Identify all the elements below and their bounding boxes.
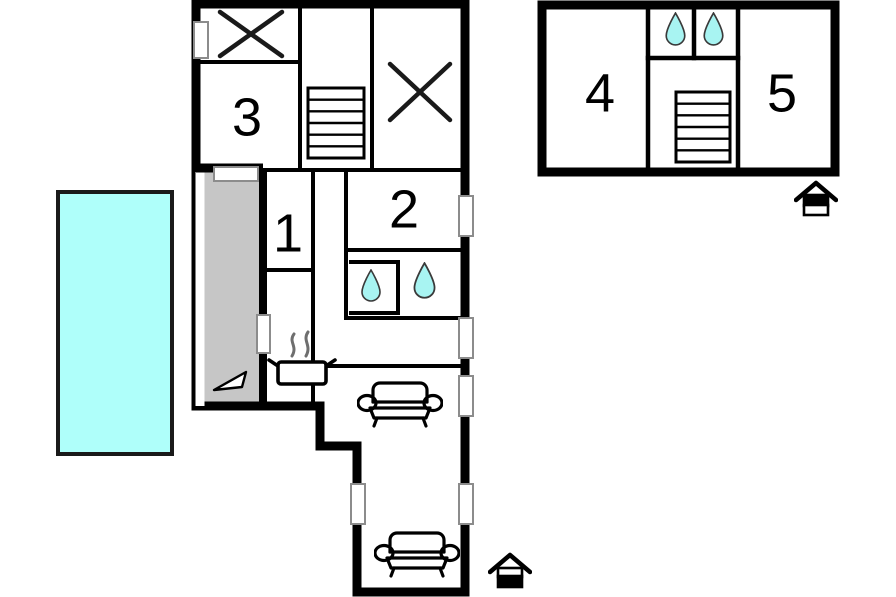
staircase-annex bbox=[674, 90, 732, 164]
entrance-main-icon bbox=[490, 555, 530, 587]
window-east-4 bbox=[458, 483, 474, 525]
sofa-lower-icon bbox=[374, 531, 460, 578]
staircase-main bbox=[306, 86, 366, 160]
window-east-2 bbox=[458, 317, 474, 359]
window-west-lower bbox=[350, 483, 366, 525]
window-east-3 bbox=[458, 375, 474, 417]
room-label-3: 3 bbox=[232, 87, 262, 147]
annex-building-interior-walls bbox=[645, 5, 741, 175]
swimming-pool bbox=[56, 190, 174, 456]
stove-icon bbox=[267, 330, 337, 386]
water-drop-bathroom-annex-left bbox=[665, 12, 686, 46]
crossed-room-top-left-icon bbox=[217, 9, 285, 59]
room-label-2: 2 bbox=[389, 179, 419, 239]
annex-building-outer-walls bbox=[537, 0, 840, 177]
water-drop-bathroom-main bbox=[413, 262, 436, 299]
water-drop-toilet-main bbox=[361, 269, 381, 302]
sofa-upper-icon bbox=[357, 381, 443, 428]
window-east-1 bbox=[458, 195, 474, 237]
window-main-left-top bbox=[193, 21, 209, 59]
window-terrace-left bbox=[256, 314, 271, 354]
crossed-room-top-right-icon bbox=[387, 61, 453, 123]
room-label-5: 5 bbox=[767, 63, 797, 123]
door-terrace-top bbox=[213, 166, 259, 182]
room-label-1: 1 bbox=[273, 203, 303, 263]
entrance-annex-icon bbox=[796, 183, 836, 215]
terrace-arrow-icon bbox=[212, 370, 248, 392]
terrace bbox=[200, 170, 263, 408]
room-label-4: 4 bbox=[585, 63, 615, 123]
main-building-interior-walls bbox=[198, 6, 467, 408]
water-drop-bathroom-annex-right bbox=[703, 12, 724, 46]
